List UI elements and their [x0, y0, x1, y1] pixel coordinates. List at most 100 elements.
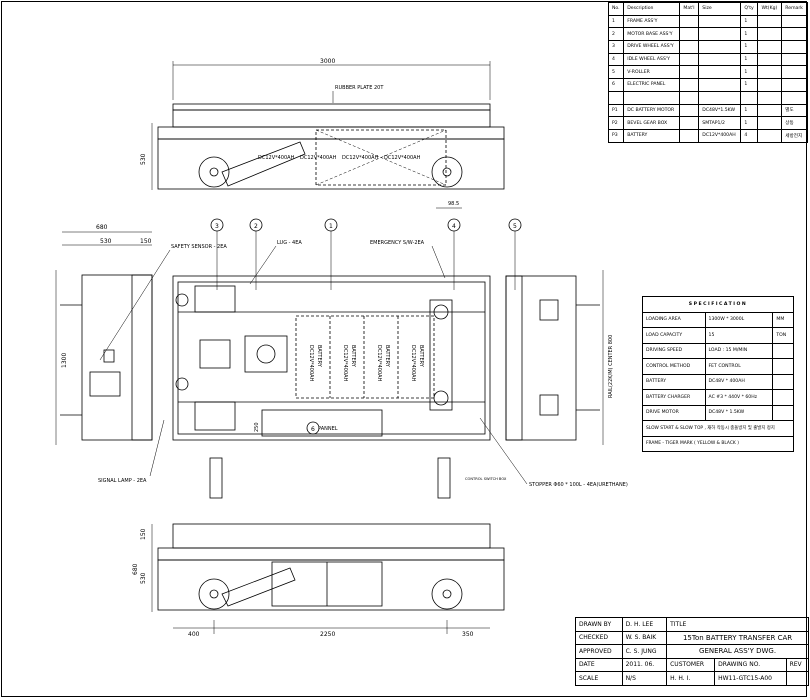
parts-desc: ELECTRIC PANEL	[623, 78, 681, 92]
parts-matl	[679, 116, 700, 130]
spec-unit: TON	[772, 327, 794, 344]
parts-matl	[679, 14, 700, 29]
spec-label: BATTERY	[642, 373, 706, 390]
parts-wt	[757, 128, 783, 143]
parts-size	[698, 78, 742, 92]
balloon-2: 2	[254, 223, 258, 230]
dim-530-bottom: 530	[140, 572, 147, 584]
parts-remark	[781, 52, 808, 67]
parts-wt	[757, 65, 783, 80]
parts-header-cell: Wt(Kg)	[757, 2, 783, 16]
lug-label: LUG - 4EA	[277, 240, 302, 246]
parts-remark	[781, 90, 808, 105]
spec-label: DRIVING SPEED	[642, 342, 706, 359]
approved-value: C. S. JUNG	[621, 644, 668, 659]
parts-remark: 별도	[781, 103, 808, 118]
side-view-bottom: 150 530 680 400 2250 350	[132, 523, 505, 638]
dim-150-bottom: 150	[140, 528, 147, 540]
safety-sensor-label: SAFETY SENSOR - 2EA	[171, 244, 227, 250]
parts-wt	[757, 27, 783, 42]
drawing-no-label: DRAWING NO.	[714, 657, 787, 672]
parts-remark	[781, 27, 808, 42]
parts-size: SMTAP1/2	[698, 116, 742, 130]
spec-label: CONTROL METHOD	[642, 358, 706, 375]
parts-desc: DC BATTERY MOTOR	[623, 103, 681, 118]
parts-list-table: No. Description Mat'l Size Q'ty Wt(Kg) R…	[607, 2, 808, 143]
dim-530-top: 530	[140, 153, 147, 165]
dim-2250: 2250	[320, 631, 335, 638]
title-line-2: GENERAL ASS'Y DWG.	[666, 644, 809, 659]
parts-header-cell: Size	[698, 2, 742, 16]
spec-unit	[772, 342, 794, 359]
parts-remark	[781, 78, 808, 92]
end-view-left: 680 530 150 1300	[55, 224, 153, 445]
parts-desc: BATTERY	[623, 128, 681, 143]
parts-qty	[740, 90, 759, 105]
battery-top-4: DC12V*400AH	[384, 155, 421, 161]
balloon-1: 1	[329, 223, 333, 230]
parts-qty: 1	[740, 103, 759, 118]
parts-qty: 1	[740, 78, 759, 92]
parts-header-cell: Q'ty	[740, 2, 759, 16]
parts-desc: IDLE WHEEL ASS'Y	[623, 52, 681, 67]
parts-header-row: No. Description Mat'l Size Q'ty Wt(Kg) R…	[607, 2, 808, 16]
checked-label: CHECKED	[575, 630, 623, 645]
parts-no: 1	[607, 14, 625, 29]
parts-qty: 1	[740, 52, 759, 67]
end-view-right: RAIL(22K/M) CENTER 800	[505, 270, 614, 445]
parts-remark: 상동	[781, 116, 808, 130]
parts-desc	[623, 90, 681, 105]
spec-unit	[772, 373, 794, 390]
parts-matl	[679, 78, 700, 92]
parts-header-cell: Remark	[781, 2, 808, 16]
parts-size	[698, 90, 742, 105]
spec-value: DC48V * 1.5KW	[704, 404, 774, 421]
parts-wt	[757, 40, 783, 54]
spec-value: DC48V * 400AH	[704, 373, 774, 390]
parts-header-cell: Mat'l	[679, 2, 700, 16]
dim-3000-top: 3000	[320, 58, 335, 65]
parts-matl	[679, 128, 700, 143]
balloon-3: 3	[215, 223, 219, 230]
parts-wt	[757, 103, 783, 118]
parts-desc: FRAME ASS'Y	[623, 14, 681, 29]
rev-label: REV	[785, 657, 810, 672]
plan-view: DC12V*400AH DC12V*400AH DC12V*400AH DC12…	[172, 275, 491, 441]
parts-header-cell: No.	[607, 2, 625, 16]
parts-matl	[679, 90, 700, 105]
parts-qty: 1	[740, 65, 759, 80]
parts-size	[698, 52, 742, 67]
stopper-label: STOPPER Φ60 * 100L - 4EA(URETHANE)	[529, 482, 628, 488]
parts-desc: BEVEL GEAR BOX	[623, 116, 681, 130]
date-value: 2011. 06.	[621, 657, 668, 672]
dim-250: 250	[254, 422, 260, 432]
spec-note-2: FRAME - TIGER MARK ( YELLOW & BLACK )	[642, 435, 794, 452]
parts-wt	[757, 116, 783, 130]
balloon-6: 6	[311, 426, 315, 433]
spec-label: BATTERY CHARGER	[642, 389, 706, 406]
parts-header-cell: Description	[623, 2, 681, 16]
spec-value: FET CONTROL	[704, 358, 774, 375]
parts-wt	[757, 90, 783, 105]
parts-matl	[679, 40, 700, 54]
title-line-1: 15Ton BATTERY TRANSFER CAR	[666, 630, 809, 645]
drawn-by-value: D. H. LEE	[621, 617, 668, 632]
spec-label: DRIVE MOTOR	[642, 404, 706, 421]
scale-value: N/S	[621, 671, 668, 686]
spec-unit	[772, 358, 794, 375]
parts-row	[607, 90, 808, 105]
battery-word-2: BATTERY	[350, 345, 356, 368]
battery-plan-2: DC12V*400AH	[342, 345, 348, 382]
battery-plan-4: DC12V*400AH	[410, 345, 416, 382]
parts-no: 4	[607, 52, 625, 67]
